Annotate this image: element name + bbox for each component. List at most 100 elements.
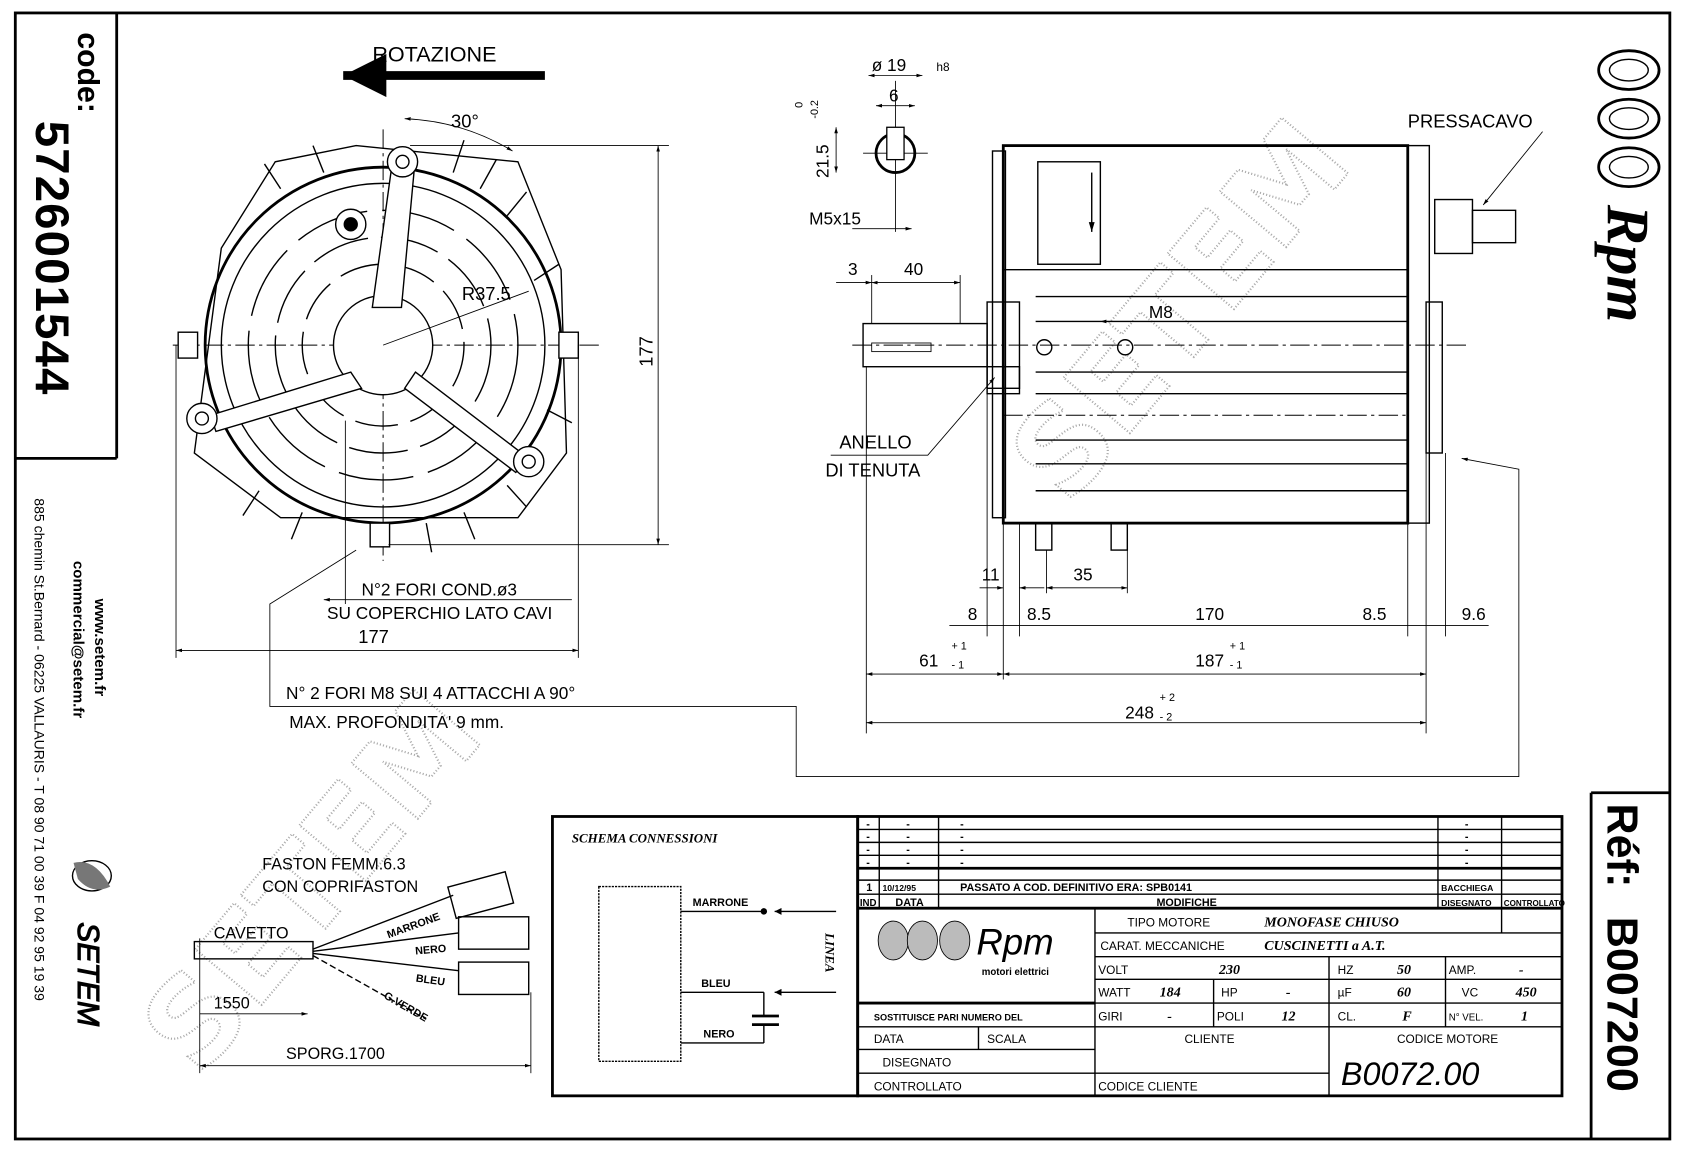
carat-label: CARAT. MECCANICHE (1100, 939, 1224, 953)
dim-248-tol-lower: - 2 (1160, 711, 1173, 723)
tipo-motore-label: TIPO MOTORE (1127, 915, 1210, 929)
code-label: code: (71, 32, 104, 113)
height-dim: 177 (636, 336, 657, 367)
m8-thread: M8 (1149, 302, 1173, 322)
codice-cliente-label: CODICE CLIENTE (1098, 1079, 1198, 1093)
schema-wire-nero: NERO (703, 1029, 734, 1041)
rev-desc: - (960, 818, 964, 830)
rev-ind: 1 (866, 882, 872, 894)
code-block: code: 5726001544 (15, 12, 119, 460)
setem-brand: SETEM (71, 922, 104, 1027)
key-height: 21.5 (813, 144, 833, 178)
drawing-border (13, 11, 1672, 1141)
rev-desc: - (960, 831, 964, 843)
length-1550: 1550 (214, 994, 250, 1012)
rpm-coil-icon (877, 920, 971, 961)
motor-specs: TIPO MOTORE MONOFASE CHIUSO CARAT. MECCA… (1098, 915, 1536, 1024)
schema-title: SCHEMA CONNESSIONI (572, 830, 719, 845)
reference-block: Réf: B007200 (1589, 791, 1670, 1139)
dim-61: 61 (919, 651, 938, 671)
rev-disegnato: BACCHIEGA (1441, 883, 1493, 893)
disegnato-label: DISEGNATO (882, 1056, 951, 1070)
dim-170: 170 (1195, 604, 1224, 624)
cl-value: F (1401, 1009, 1412, 1024)
scala-label: SCALA (987, 1032, 1026, 1046)
side-view: PRESSACAVO ANELLO DI TENUTA M8 3 40 11 3… (825, 110, 1543, 734)
hp-label: HP (1221, 986, 1238, 1000)
nvel-label: N° VEL. (1449, 1012, 1484, 1023)
svg-text:SETEM: SETEM (984, 94, 1377, 525)
seal-label-line1: ANELLO (839, 432, 911, 453)
rev-desc: - (960, 844, 964, 856)
reference-label: Réf: (1597, 804, 1645, 888)
vc-value: 450 (1515, 986, 1537, 1001)
width-dim: 177 (358, 626, 389, 647)
dim-248-tol-upper: + 2 (1160, 692, 1175, 704)
codice-motore-label: CODICE MOTORE (1397, 1032, 1498, 1046)
rpm-logo-text: Rpm (1593, 204, 1660, 322)
header-disegnato: DISEGNATO (1441, 898, 1492, 908)
rev-ind: - (866, 844, 870, 856)
code-number: 5726001544 (25, 121, 78, 396)
uf-value: 60 (1397, 986, 1411, 1001)
faston-line1: FASTON FEMM.6.3 (262, 855, 405, 873)
cl-label: CL. (1338, 1009, 1356, 1023)
controllato-label: CONTROLLATO (874, 1079, 962, 1093)
front-view: ROTAZIONE R37.5 30° (172, 41, 1520, 778)
address: 885 chemin St.Bernard - 06225 VALLAURIS … (32, 498, 48, 1001)
amp-label: AMP. (1449, 963, 1476, 977)
cable-wire-label: BLEU (415, 973, 446, 989)
giri-label: GIRI (1098, 1009, 1122, 1023)
dim-8-5-left: 8.5 (1027, 604, 1051, 624)
rpm-coil-icon (1597, 49, 1661, 188)
schema-wire-bleu: BLEU (701, 978, 731, 990)
dim-248: 248 (1125, 702, 1154, 722)
dim-61-tol-upper: + 1 (952, 640, 967, 652)
rev-desc: PASSATO A COD. DEFINITIVO ERA: SPB0141 (960, 882, 1192, 894)
rpm-title-text: Rpm (976, 922, 1053, 963)
shaft-diameter: ø 19 (872, 55, 907, 75)
watt-label: WATT (1098, 986, 1130, 1000)
dim-8-5-right: 8.5 (1362, 604, 1386, 624)
header-modifiche: MODIFICHE (1156, 897, 1216, 909)
key-tol-lower: -0.2 (809, 100, 821, 119)
rotation-label: ROTAZIONE (372, 41, 496, 66)
vc-label: VC (1462, 986, 1479, 1000)
rev-data: - (906, 857, 910, 869)
rpm-subtitle: motori elettrici (982, 967, 1049, 978)
cable-wire-label: NERO (415, 943, 447, 958)
hp-value: - (1286, 986, 1291, 1001)
dim-8: 8 (968, 604, 978, 624)
volt-value: 230 (1218, 963, 1240, 978)
hz-value: 50 (1397, 963, 1411, 978)
rev-ind: - (866, 857, 870, 869)
line-label: LINEA (822, 932, 837, 973)
dim-187-tol-upper: + 1 (1230, 640, 1245, 652)
note-m8-line2: MAX. PROFONDITA' 9 mm. (289, 712, 504, 732)
rev-disegnato: - (1465, 831, 1469, 843)
rev-disegnato: - (1465, 818, 1469, 830)
key-width: 6 (889, 85, 899, 105)
dim-35: 35 (1073, 564, 1092, 584)
tipo-motore-value: MONOFASE CHIUSO (1263, 915, 1399, 930)
poli-label: POLI (1217, 1009, 1244, 1023)
uf-label: µF (1338, 986, 1352, 1000)
data-label: DATA (874, 1032, 904, 1046)
volt-label: VOLT (1098, 963, 1128, 977)
cable-wire-label: G.VERDE (382, 990, 430, 1025)
codice-motore-value: B0072.00 (1341, 1056, 1480, 1092)
schema-wire-marrone: MARRONE (693, 897, 749, 909)
amp-value: - (1519, 963, 1524, 978)
rpm-title-logo: Rpm motori elettrici (877, 920, 1054, 978)
dim-9-6: 9.6 (1462, 604, 1486, 624)
note-holes-line2: SU COPERCHIO LATO CAVI (327, 603, 552, 623)
rev-data: - (906, 818, 910, 830)
radius-dim: R37.5 (462, 283, 511, 304)
shaft-length-dim: 40 (904, 259, 923, 279)
title-block: - - - - - - - - - - - - - - - - 1 10/12/… (856, 815, 1565, 1098)
revision-rows: - - - - - - - - - - - - - - - - 1 10/12/… (860, 818, 1565, 909)
rev-ind: - (866, 818, 870, 830)
rev-data: - (906, 844, 910, 856)
dim-61-tol-lower: - 1 (952, 660, 965, 672)
rev-disegnato: - (1465, 857, 1469, 869)
